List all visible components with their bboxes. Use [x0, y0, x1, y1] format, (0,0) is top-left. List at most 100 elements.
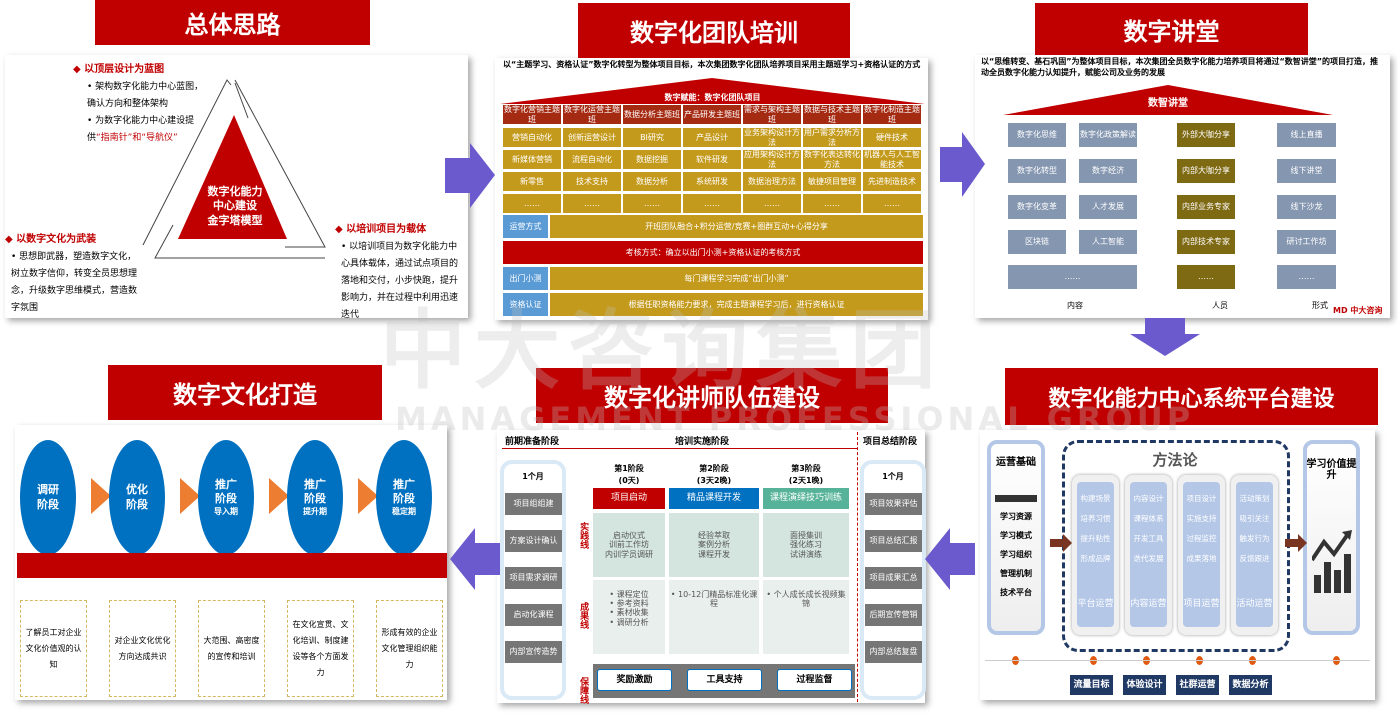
method-item: 课程体系: [1133, 513, 1164, 523]
result-cell: • 课程定位• 参考资料• 素材收集• 调研分析: [593, 580, 665, 654]
stage-note: 对企业文化优化方向达成共识: [109, 600, 176, 697]
guarantee-item: 过程监督: [777, 669, 852, 691]
prep-step[interactable]: 项目需求调研: [505, 567, 562, 589]
theme-class-header: 数字化运营主题班: [563, 105, 621, 124]
stage-note: 大范围、高密度的宣传和培训: [198, 600, 265, 697]
result-cell: • 个人成长成长视频集锦: [763, 580, 849, 654]
p3-desc: 以“思维转变、基石巩固”为整体项目目标，本次集团全员数字化能力培养项目将通过“数…: [981, 57, 1379, 77]
theme-class-header: 需求与架构主题班: [743, 105, 801, 124]
prep-step[interactable]: 内部宣传造势: [505, 641, 562, 663]
theme-class-header: 数字化营销主题班: [503, 105, 561, 124]
row-text: 根据任职资格能力要求，完成主题课程学习后，进行资格认证: [550, 293, 923, 316]
theme-class-item: 新零售: [503, 172, 561, 191]
practice-item: 训前工作坊: [609, 540, 649, 550]
duration: 1个月: [882, 472, 904, 482]
practice-cell: 面授集训强化练习试讲演练: [763, 513, 849, 577]
sum-step[interactable]: 项目成果汇总: [865, 567, 922, 589]
practice-item: 强化练习: [790, 540, 822, 550]
result-item: • 素材收集: [609, 608, 649, 618]
stage-text: 推广: [215, 478, 237, 491]
theme-class-item: 技术支持: [563, 172, 621, 191]
theme-class-item: 业务架构设计方法: [743, 128, 801, 147]
chevron-right-icon: [358, 478, 378, 514]
practice-item: 启动仪式: [613, 531, 645, 541]
stage-text: 阶段: [304, 492, 326, 506]
pyramid-diagram: [142, 79, 326, 259]
h-impl: 培训实施阶段: [675, 437, 730, 447]
prep-step[interactable]: 方案设计确认: [505, 530, 562, 552]
content-topic: 人才发展: [1079, 195, 1137, 219]
method-item: 实施支持: [1186, 513, 1217, 523]
method-item: 项目设计: [1186, 493, 1217, 503]
method-item: 提升粘性: [1080, 533, 1111, 543]
line-label: 保障线: [578, 676, 589, 704]
content-topic: 数字经济: [1079, 159, 1137, 183]
stage-text: 推广: [304, 478, 326, 491]
method-card-inner: [1236, 482, 1273, 627]
practice-cell: 经验萃取案例分析课程开发: [669, 513, 759, 577]
theme-class-header: 数据与技术主题班: [803, 105, 861, 124]
top-b2-highlight: “指南针”和“导航仪”: [96, 133, 178, 144]
base-item: 学习组织: [1000, 550, 1032, 560]
p2-roof-label: 数字赋能：数字化团队项目: [664, 92, 761, 102]
speaker-type: 内部大咖分享: [1177, 159, 1235, 183]
method-card-name: 平台运营: [1077, 598, 1114, 609]
format-type: 线下讲堂: [1277, 159, 1336, 183]
panel2-card: 以“主题学习、资格认证”数字化转型为整体项目目标，本次集团数字化团队培养项目采用…: [495, 58, 928, 320]
content-topic: 数字化政策解读: [1079, 123, 1137, 147]
panel6-card: 运营基础学习资源学习模式学习组织管理机制技术平台方法论构建场景培养习惯提升粘性形…: [980, 430, 1375, 700]
theme-class-item: 软件研发: [683, 150, 741, 169]
stage-name: 第1阶段: [614, 464, 644, 474]
row-label: 资格认证: [503, 293, 548, 316]
h-sum: 项目总结阶段: [863, 437, 918, 447]
top-b2: 为数字化能力中心建设提供: [87, 116, 195, 144]
left-b1: 思想即武器，塑造数字文化，树立数字信仰，转变全员思想理念，升级数字思维模式，营造…: [11, 252, 138, 314]
panel6-title: 数字化能力中心系统平台建设: [1005, 368, 1378, 425]
result-item: • 课程定位: [609, 590, 649, 599]
panel1-card: 数字化能力 中心建设 金字塔模型 ◆ 以顶层设计为蓝图 • 架构数字化能力中心蓝…: [5, 55, 468, 320]
content-topic: 数字化变革: [1008, 195, 1066, 219]
watermark-cn: 中大咨询集团: [380, 301, 944, 401]
result-item: • 10-12门精品标准化课程: [670, 590, 758, 609]
base-title: 运营基础: [996, 457, 1036, 469]
theme-class-item: 流程自动化: [563, 150, 621, 169]
stage-duration: (0天): [618, 476, 640, 486]
theme-class-item: 产品设计: [683, 128, 741, 147]
stage-circle: 调研阶段: [20, 440, 76, 555]
theme-class-item: 创新运营设计: [563, 128, 621, 147]
stage-text: 提升期: [303, 506, 327, 516]
sum-step[interactable]: 后期宣传营销: [865, 604, 922, 626]
logo: MD 中大咨询: [1333, 306, 1383, 315]
growth-chart-icon: [1312, 530, 1352, 593]
stage-text: 稳定期: [392, 506, 416, 516]
theme-class-item: ……: [863, 194, 921, 213]
result-cell: • 10-12门精品标准化课程: [669, 580, 759, 654]
format-type: 线下沙龙: [1277, 195, 1336, 219]
bottom-tag: 社群运营: [1176, 675, 1219, 695]
sum-step[interactable]: 项目总结汇报: [865, 530, 922, 552]
content-topic: ……: [1008, 265, 1137, 289]
arrow-left-icon: [450, 528, 500, 590]
base-item: 学习资源: [1000, 512, 1032, 522]
stage-duration: (3天2晚): [696, 476, 732, 486]
result-item: • 调研分析: [609, 617, 649, 627]
duration: 1个月: [522, 472, 544, 482]
base-item: 管理机制: [1000, 569, 1032, 579]
center-line: 数字化能力: [207, 185, 263, 198]
arrow-left-icon: [925, 528, 975, 590]
center-line: 中心建设: [213, 199, 257, 213]
chevron-right-icon: [91, 478, 111, 514]
roof: [500, 78, 925, 104]
method-card-inner: [1183, 482, 1220, 627]
practice-cell: 启动仪式训前工作坊内训学员调研: [593, 513, 665, 577]
method-item: 内容设计: [1133, 493, 1164, 503]
theme-class-item: 应用架构设计方法: [743, 150, 801, 169]
sum-step[interactable]: 内部总结复盘: [865, 641, 922, 663]
right-head: 以培训项目为载体: [346, 224, 427, 235]
stage-text: 阶段: [126, 497, 148, 511]
prep-step[interactable]: 项目组组建: [505, 493, 562, 515]
theme-class-item: 数据治理方法: [743, 172, 801, 191]
prep-step[interactable]: 启动化课程: [505, 604, 562, 626]
sum-step[interactable]: 项目效果评估: [865, 493, 922, 515]
base-item: 学习模式: [1000, 531, 1032, 541]
